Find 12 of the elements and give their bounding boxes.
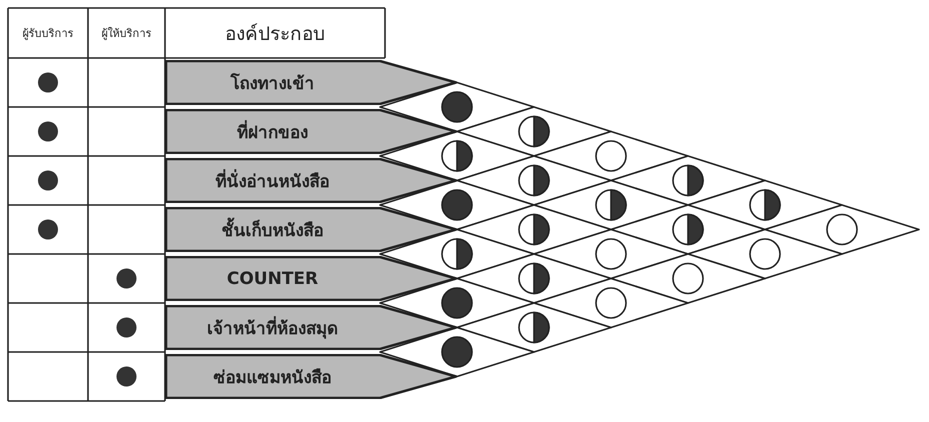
element-label: ชั้นเก็บหนังสือ [222,216,324,243]
arrow-band [165,60,457,105]
column-header: ผู้รับบริการ [22,26,74,42]
element-label: ซ่อมแซมหนังสือ [214,367,332,390]
element-label: ที่ฝากของ [237,118,308,145]
element-label: ที่นั่งอ่านหนังสือ [216,167,330,194]
element-label: COUNTER [226,268,318,288]
arrow-band [165,354,457,399]
element-label: โถงทางเข้า [230,72,314,96]
column-header: ผู้ให้บริการ [102,26,152,42]
element-label: เจ้าหน้าที่ห้องสมุด [207,314,338,341]
column-header: องค์ประกอบ [225,22,325,47]
